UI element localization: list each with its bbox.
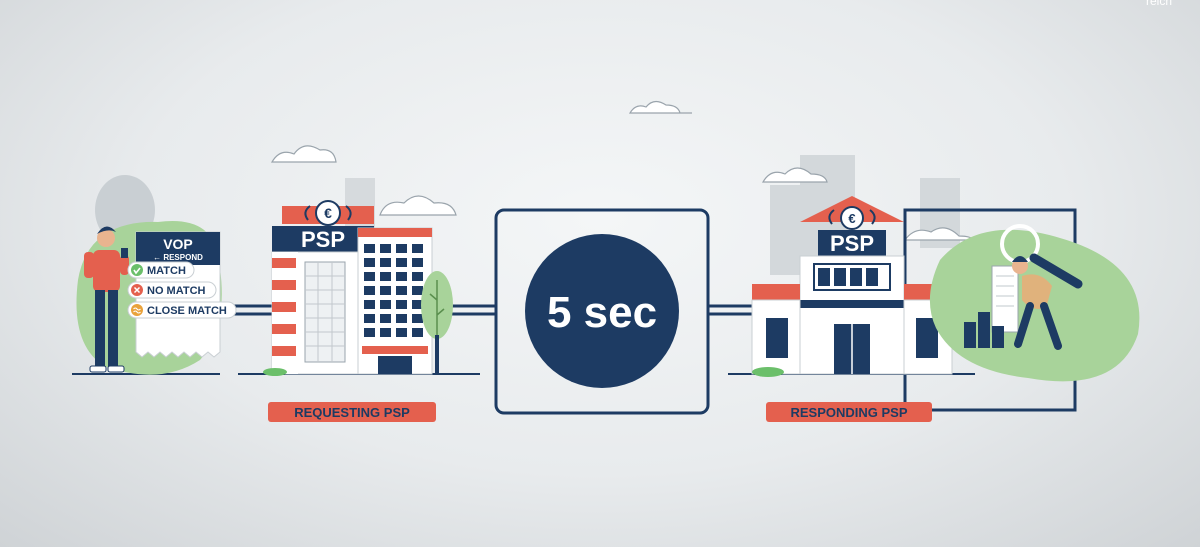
vop-title: VOP	[163, 236, 193, 252]
building-window	[364, 314, 375, 323]
building-window	[412, 300, 423, 309]
inspector-scene	[964, 224, 1083, 350]
vop-option-match: MATCH	[127, 261, 195, 279]
building-window	[364, 328, 375, 337]
approx-icon	[131, 304, 143, 316]
building-window	[396, 272, 407, 281]
cloud-4	[761, 167, 828, 183]
vop-option-label: CLOSE MATCH	[147, 305, 227, 317]
person-left	[84, 226, 129, 373]
building-window	[380, 258, 391, 267]
responding-psp-building: € PSP	[751, 196, 953, 377]
vop-option-label: MATCH	[147, 265, 186, 277]
bar-chart-icon	[964, 312, 1004, 348]
euro-emblem-icon: €	[324, 205, 332, 221]
responding-psp-label-text: RESPONDING PSP	[790, 405, 907, 420]
building-window	[396, 244, 407, 253]
building-window	[364, 286, 375, 295]
building-window	[364, 258, 375, 267]
responding-psp-sign: PSP	[830, 231, 874, 256]
responding-psp-label: RESPONDING PSP	[766, 402, 932, 422]
cloud-2	[628, 100, 692, 114]
requesting-psp-label: REQUESTING PSP	[268, 402, 436, 422]
cloud-3	[379, 195, 457, 216]
building-window	[396, 286, 407, 295]
building-window	[380, 314, 391, 323]
building-window	[380, 272, 391, 281]
building-window	[412, 244, 423, 253]
building-window	[380, 328, 391, 337]
building-window	[412, 314, 423, 323]
building-window	[396, 314, 407, 323]
cloud-1	[270, 145, 337, 163]
building-window	[412, 328, 423, 337]
vop-option-no-match: NO MATCH	[127, 281, 217, 299]
cloud-5	[903, 227, 974, 241]
building-window	[412, 258, 423, 267]
building-window	[396, 300, 407, 309]
building-window	[396, 258, 407, 267]
requesting-psp-sign: PSP	[301, 227, 345, 252]
building-window	[364, 272, 375, 281]
timer-badge: 5 sec	[525, 234, 679, 388]
vop-card: VOP ← RESPOND MATCH NO MATCH CLOSE MATCH	[127, 231, 237, 358]
euro-emblem-icon: €	[848, 211, 855, 226]
requesting-psp-building: € PSP	[271, 200, 433, 375]
building-window	[396, 328, 407, 337]
building-window	[380, 286, 391, 295]
building-window	[412, 272, 423, 281]
tree-icon	[263, 271, 453, 376]
building-window	[412, 286, 423, 295]
vop-subtitle: ← RESPOND	[153, 253, 203, 262]
check-icon	[131, 264, 143, 276]
vop-option-close-match: CLOSE MATCH	[127, 301, 237, 319]
building-window	[380, 244, 391, 253]
inspector-person	[1012, 256, 1062, 350]
corner-watermark-text: reicri	[1146, 0, 1172, 8]
building-window	[380, 300, 391, 309]
vop-option-label: NO MATCH	[147, 285, 206, 297]
requesting-psp-label-text: REQUESTING PSP	[294, 405, 410, 420]
building-window	[364, 300, 375, 309]
building-window	[364, 244, 375, 253]
timer-value: 5 sec	[547, 288, 657, 337]
